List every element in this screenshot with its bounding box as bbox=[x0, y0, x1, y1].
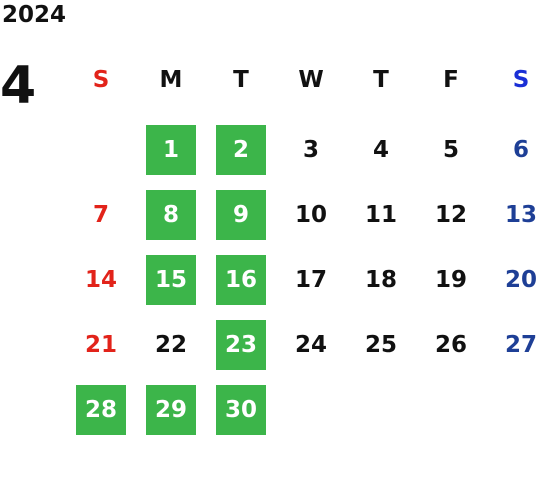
weekday-wed: W bbox=[298, 67, 324, 93]
day-cell-1[interactable]: 1 bbox=[146, 125, 196, 175]
day-cell-27[interactable]: 27 bbox=[504, 332, 537, 358]
day-cell-24[interactable]: 24 bbox=[294, 332, 327, 358]
day-cell-28[interactable]: 28 bbox=[76, 385, 126, 435]
day-cell-8[interactable]: 8 bbox=[146, 190, 196, 240]
day-cell-3[interactable]: 3 bbox=[302, 137, 319, 163]
day-cell-15[interactable]: 15 bbox=[146, 255, 196, 305]
day-cell-26[interactable]: 26 bbox=[434, 332, 467, 358]
weekday-sat: S bbox=[512, 67, 530, 93]
day-cell-7[interactable]: 7 bbox=[92, 202, 109, 228]
weekday-fri: F bbox=[443, 67, 459, 93]
day-cell-21[interactable]: 21 bbox=[84, 332, 117, 358]
weekday-tue: T bbox=[233, 67, 249, 93]
day-cell-10[interactable]: 10 bbox=[294, 202, 327, 228]
weekday-sun: S bbox=[92, 67, 110, 93]
day-cell-23[interactable]: 23 bbox=[216, 320, 266, 370]
day-cell-16[interactable]: 16 bbox=[216, 255, 266, 305]
day-cell-6[interactable]: 6 bbox=[512, 137, 529, 163]
day-cell-20[interactable]: 20 bbox=[504, 267, 537, 293]
month-number: 4 bbox=[0, 56, 37, 116]
day-cell-29[interactable]: 29 bbox=[146, 385, 196, 435]
day-cell-30[interactable]: 30 bbox=[216, 385, 266, 435]
day-cell-22[interactable]: 22 bbox=[154, 332, 187, 358]
day-cell-4[interactable]: 4 bbox=[372, 137, 389, 163]
day-cell-9[interactable]: 9 bbox=[216, 190, 266, 240]
day-cell-19[interactable]: 19 bbox=[434, 267, 467, 293]
weekday-thu: T bbox=[373, 67, 389, 93]
day-cell-17[interactable]: 17 bbox=[294, 267, 327, 293]
day-cell-18[interactable]: 18 bbox=[364, 267, 397, 293]
day-cell-2[interactable]: 2 bbox=[216, 125, 266, 175]
day-cell-25[interactable]: 25 bbox=[364, 332, 397, 358]
day-cell-5[interactable]: 5 bbox=[442, 137, 459, 163]
day-cell-12[interactable]: 12 bbox=[434, 202, 467, 228]
day-cell-14[interactable]: 14 bbox=[84, 267, 117, 293]
day-cell-11[interactable]: 11 bbox=[364, 202, 397, 228]
year-label: 2024 bbox=[2, 2, 67, 28]
day-cell-13[interactable]: 13 bbox=[504, 202, 537, 228]
weekday-mon: M bbox=[159, 67, 183, 93]
